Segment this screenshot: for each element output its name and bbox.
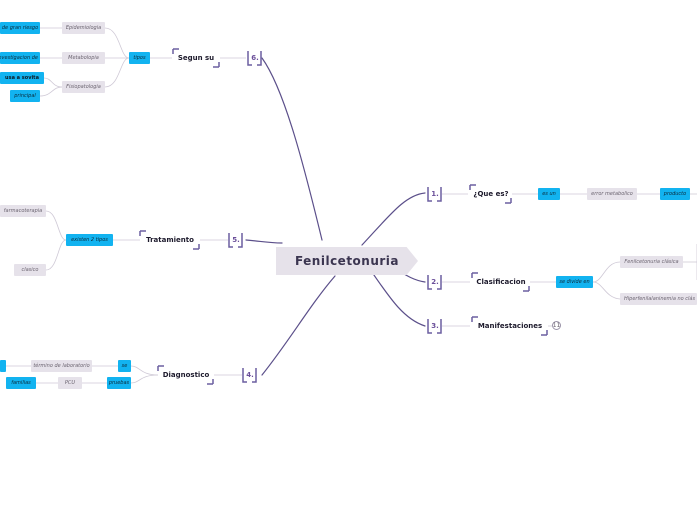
notes-count-badge[interactable]: 11 bbox=[552, 321, 561, 330]
node-epidemiologia[interactable]: Epidemiologia bbox=[62, 22, 105, 34]
node-se-divide-en[interactable]: se divide en bbox=[556, 276, 593, 288]
node-fisiopatologia[interactable]: Fisiopatologia bbox=[62, 81, 105, 93]
branch-number-5: 5. bbox=[231, 235, 241, 245]
node-se[interactable]: se bbox=[118, 360, 131, 372]
node-metabolopia[interactable]: Metabolopia bbox=[62, 52, 105, 64]
node-pruebas[interactable]: pruebas bbox=[107, 377, 131, 389]
node-termino-laboratorio[interactable]: término de laboratorio bbox=[31, 360, 92, 372]
branch-number-2: 2. bbox=[430, 277, 440, 287]
node-familias[interactable]: familias bbox=[6, 377, 36, 389]
branch-number-6: 6. bbox=[250, 53, 260, 63]
node-fenilcetonuria-clasica[interactable]: Fenilcetonuria clásica bbox=[620, 256, 683, 268]
node-investigacion-de[interactable]: investigacion de bbox=[0, 52, 40, 64]
branch-number-3: 3. bbox=[430, 321, 440, 331]
node-existen-2-tipos[interactable]: existen 2 tipos bbox=[66, 234, 113, 246]
node-clasico[interactable]: clasico bbox=[14, 264, 46, 276]
node-es-un[interactable]: es un bbox=[538, 188, 560, 200]
node-de-gran-riesgo[interactable]: de gran riesgo bbox=[0, 22, 40, 34]
node-principal[interactable]: principal bbox=[10, 90, 40, 102]
root-node[interactable]: Fenilcetonuria bbox=[276, 247, 418, 275]
topic-tratamiento[interactable]: Tratamiento bbox=[142, 234, 198, 246]
node-usa-a-sovita[interactable]: usa a sovita bbox=[0, 72, 44, 84]
node-tipos[interactable]: tipos bbox=[129, 52, 150, 64]
topic-manifestaciones[interactable]: Manifestaciones bbox=[474, 320, 546, 332]
node-error-metabolico[interactable]: error metabolico bbox=[587, 188, 637, 200]
topic-clasificacion[interactable]: Clasificacion bbox=[474, 276, 528, 288]
topic-segun-su[interactable]: Segun su bbox=[175, 52, 217, 64]
node-left-edge-diag[interactable] bbox=[0, 360, 6, 372]
node-pcu[interactable]: PCU bbox=[58, 377, 82, 389]
topic-que-es[interactable]: ¿Que es? bbox=[472, 188, 510, 200]
node-hiperfenilalaninemia[interactable]: Hiperfenilalaninemia no clás bbox=[620, 293, 697, 305]
branch-number-4: 4. bbox=[245, 370, 255, 380]
node-farmacoterapia[interactable]: farmacoterapia bbox=[0, 205, 46, 217]
topic-diagnostico[interactable]: Diagnostico bbox=[160, 369, 212, 381]
node-producto[interactable]: producto bbox=[660, 188, 690, 200]
branch-number-1: 1. bbox=[430, 189, 440, 199]
